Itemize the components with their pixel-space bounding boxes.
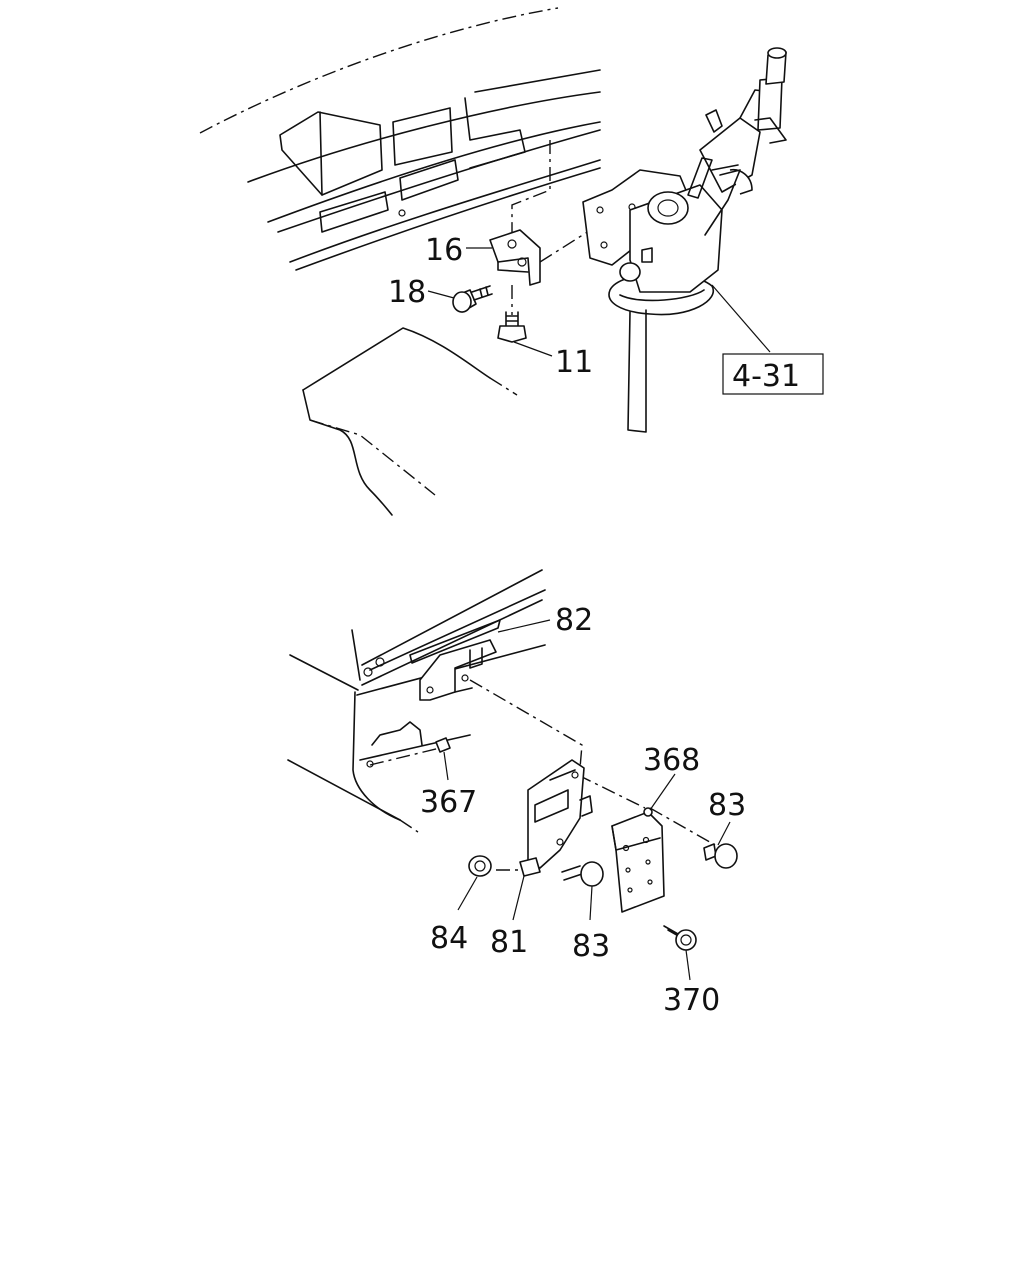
leader-367 (443, 751, 449, 781)
seat (302, 327, 518, 516)
callout-16: 16 (425, 233, 463, 268)
bolt-18 (452, 285, 493, 313)
leader-368 (649, 773, 676, 811)
callout-370: 370 (663, 983, 720, 1018)
nut-367 (435, 737, 451, 753)
callout-4-31-box (722, 353, 824, 395)
nut-84 (468, 855, 492, 877)
callout-11: 11 (555, 345, 593, 380)
callout-367: 367 (420, 785, 477, 820)
leader-4-31 (711, 284, 771, 353)
bolt-83-right (703, 843, 738, 869)
bracket-81 (519, 759, 593, 877)
bolt-83-middle (561, 861, 604, 887)
callout-81: 81 (490, 925, 528, 960)
dashboard-panel (199, 7, 601, 271)
plate-368 (611, 807, 665, 913)
leader-83-middle (589, 885, 593, 921)
callout-368: 368 (643, 743, 700, 778)
bolt-370 (663, 925, 697, 951)
leader-84 (457, 876, 478, 911)
callout-4-31: 4-31 (732, 359, 800, 394)
callout-18: 18 (388, 275, 426, 310)
bracket-82 (419, 639, 497, 701)
panel-lower (287, 569, 546, 833)
leader-18 (427, 290, 455, 299)
callout-83-middle: 83 (572, 929, 610, 964)
bolt-11 (497, 311, 527, 343)
callout-84: 84 (430, 921, 468, 956)
leader-370 (685, 949, 691, 981)
bracket-16 (489, 229, 541, 286)
callout-82: 82 (555, 603, 593, 638)
leader-81 (512, 875, 525, 921)
callout-83-right: 83 (708, 788, 746, 823)
leader-82 (497, 619, 551, 633)
leader-11 (513, 341, 553, 357)
leader-83-right (717, 821, 731, 846)
steering-column (582, 47, 787, 433)
